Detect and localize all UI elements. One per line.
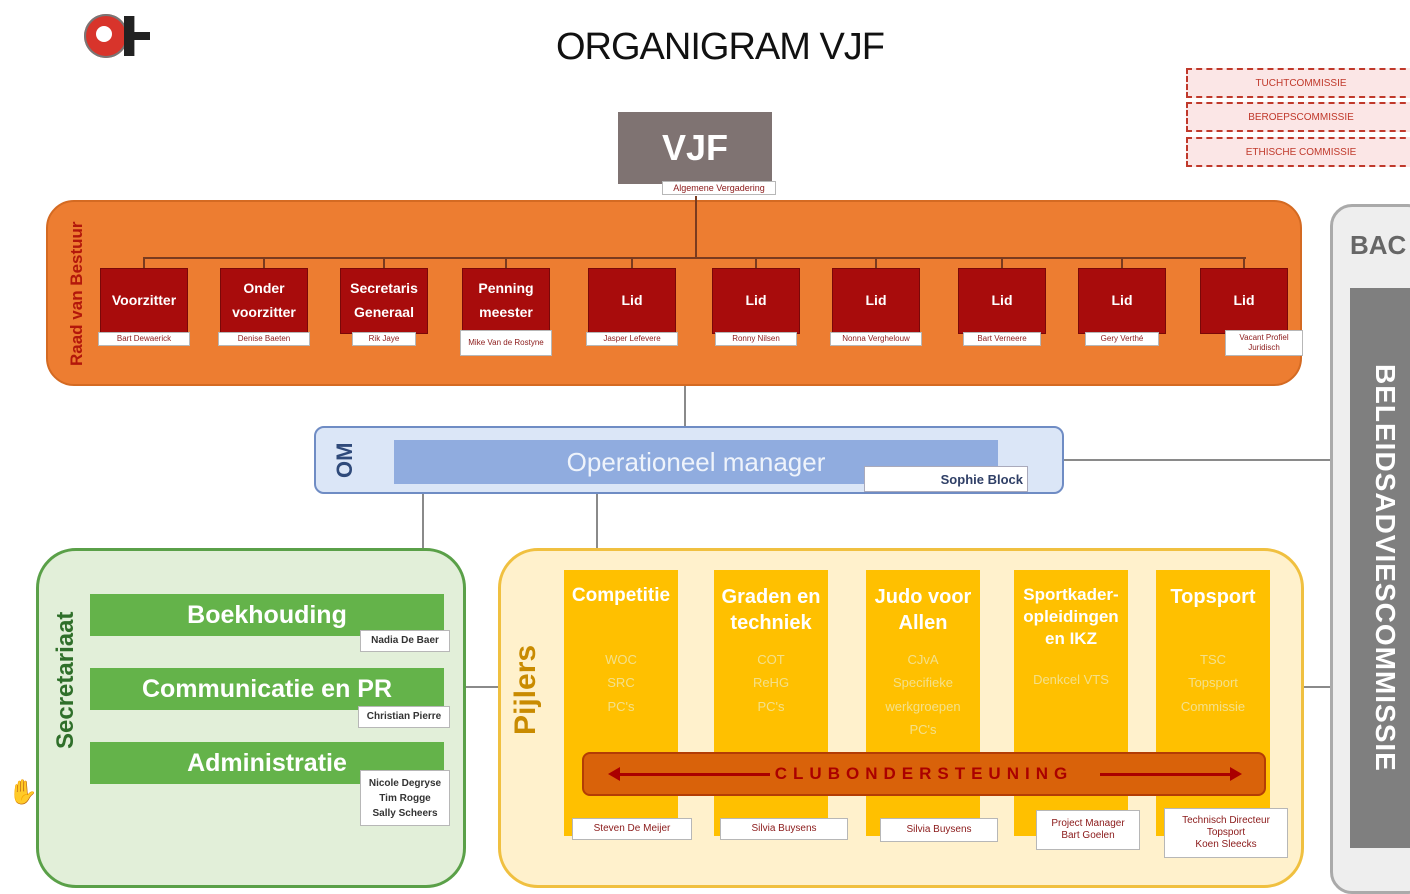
- board-drop-line: [505, 258, 507, 270]
- pillar-graden: Graden en techniek COT ReHG PC's: [714, 570, 828, 836]
- board-member-name-6: Ronny Nilsen: [715, 332, 797, 346]
- board-member-name-8: Bart Verneere: [963, 332, 1041, 346]
- board-member-8: Lid: [958, 268, 1046, 334]
- arrow-right-icon: [1230, 767, 1242, 781]
- board-member-name-7: Nonna Verghelouw: [830, 332, 922, 346]
- pillar-title: Topsport: [1170, 586, 1256, 608]
- sec-name-administratie: Nicole Degryse Tim Rogge Sally Scheers: [360, 770, 450, 826]
- logo-circle-icon: [84, 14, 128, 58]
- board-connector: [143, 257, 1246, 259]
- board-member-5: Lid: [588, 268, 676, 334]
- board-om-connector: [684, 386, 686, 426]
- page-title: ORGANIGRAM VJF: [555, 26, 885, 68]
- right-arrow-shaft: [1100, 773, 1230, 776]
- commission-beroep: BEROEPSCOMMISSIE: [1186, 102, 1410, 132]
- pillar-name-topsport: Technisch Directeur Topsport Koen Sleeck…: [1164, 808, 1288, 858]
- pillar-title: Competitie: [571, 585, 671, 606]
- pillar-title: Sportkader-opleidingen en IKZ: [1023, 585, 1119, 649]
- pillar-competitie: Competitie WOC SRC PC's: [564, 570, 678, 836]
- commission-tucht: TUCHTCOMMISSIE: [1186, 68, 1410, 98]
- pillar-subs: COT ReHG PC's: [752, 652, 790, 714]
- om-bac-connector: [1064, 459, 1332, 461]
- board-drop-line: [1001, 258, 1003, 270]
- pillar-subs: WOC SRC PC's: [605, 652, 637, 714]
- hand-cursor-icon: ✋: [8, 779, 38, 806]
- board-drop-line: [631, 258, 633, 270]
- board-member-name-4: Mike Van de Rostyne: [460, 330, 552, 356]
- board-member-10: Lid: [1200, 268, 1288, 334]
- vjf-logo: [84, 14, 152, 60]
- sec-pij-connector: [466, 686, 500, 688]
- sec-name-communicatie: Christian Pierre: [358, 706, 450, 728]
- bac-full-label: BELEIDSADVIESCOMMISSIE: [1350, 288, 1410, 848]
- board-member-name-5: Jasper Lefevere: [586, 332, 678, 346]
- om-name-tag: Sophie Block: [864, 466, 1028, 492]
- board-member-4: Penning meester: [462, 268, 550, 334]
- pillar-name-graden: Silvia Buysens: [720, 818, 848, 840]
- board-member-6: Lid: [712, 268, 800, 334]
- pillar-subs: TSC Topsport Commissie: [1180, 652, 1246, 714]
- logo-mark-icon: [124, 16, 150, 56]
- pillar-topsport: Topsport TSC Topsport Commissie: [1156, 570, 1270, 836]
- pillar-title: Graden en techniek: [721, 586, 821, 634]
- board-drop-line: [143, 258, 145, 270]
- pillar-name-competitie: Steven De Meijer: [572, 818, 692, 840]
- board-label: Raad van Bestuur: [67, 221, 86, 367]
- sec-name-boekhouding: Nadia De Baer: [360, 630, 450, 652]
- board-drop-line: [1121, 258, 1123, 270]
- board-member-9: Lid: [1078, 268, 1166, 334]
- om-label: OM: [332, 442, 357, 478]
- pillar-sportkader: Sportkader-opleidingen en IKZ Denkcel VT…: [1014, 570, 1128, 836]
- board-drop-line: [1243, 258, 1245, 270]
- pillars-label: Pijlers: [509, 644, 542, 736]
- vjf-connector: [695, 196, 697, 258]
- om-sec-connector: [422, 494, 424, 550]
- board-member-2: Onder voorzitter: [220, 268, 308, 334]
- secretariat-label: Secretariaat: [52, 611, 79, 749]
- board-drop-line: [875, 258, 877, 270]
- board-member-7: Lid: [832, 268, 920, 334]
- pillar-subs: CJvA Specifieke werkgroepen PC's: [885, 652, 961, 738]
- bac-short-label: BAC: [1350, 230, 1407, 260]
- board-member-3: Secretaris Generaal: [340, 268, 428, 334]
- board-member-name-1: Bart Dewaerick: [98, 332, 190, 346]
- vjf-node: VJF: [618, 112, 772, 184]
- pillar-name-sportkader: Project Manager Bart Goelen: [1036, 810, 1140, 850]
- sec-item-boekhouding: Boekhouding: [90, 594, 444, 636]
- om-pij-connector: [596, 494, 598, 550]
- sec-item-communicatie: Communicatie en PR: [90, 668, 444, 710]
- pillar-subs: Denkcel VTS: [1033, 672, 1109, 687]
- board-member-name-9: Gery Verthé: [1085, 332, 1159, 346]
- board-member-name-2: Denise Baeten: [218, 332, 310, 346]
- board-drop-line: [755, 258, 757, 270]
- pillar-title: Judo voor Allen: [874, 586, 972, 634]
- left-arrow-shaft: [620, 773, 770, 776]
- pillar-judo-voor-allen: Judo voor Allen CJvA Specifieke werkgroe…: [866, 570, 980, 836]
- board-drop-line: [263, 258, 265, 270]
- board-member-name-3: Rik Jaye: [352, 332, 416, 346]
- board-member-name-10: Vacant Profiel Juridisch: [1225, 330, 1303, 356]
- general-assembly-tag: Algemene Vergadering: [662, 181, 776, 195]
- arrow-left-icon: [608, 767, 620, 781]
- commission-ethisch: ETHISCHE COMMISSIE: [1186, 137, 1410, 167]
- board-member-1: Voorzitter: [100, 268, 188, 334]
- pillar-name-judo: Silvia Buysens: [880, 818, 998, 842]
- board-drop-line: [383, 258, 385, 270]
- pij-bac-connector: [1302, 686, 1332, 688]
